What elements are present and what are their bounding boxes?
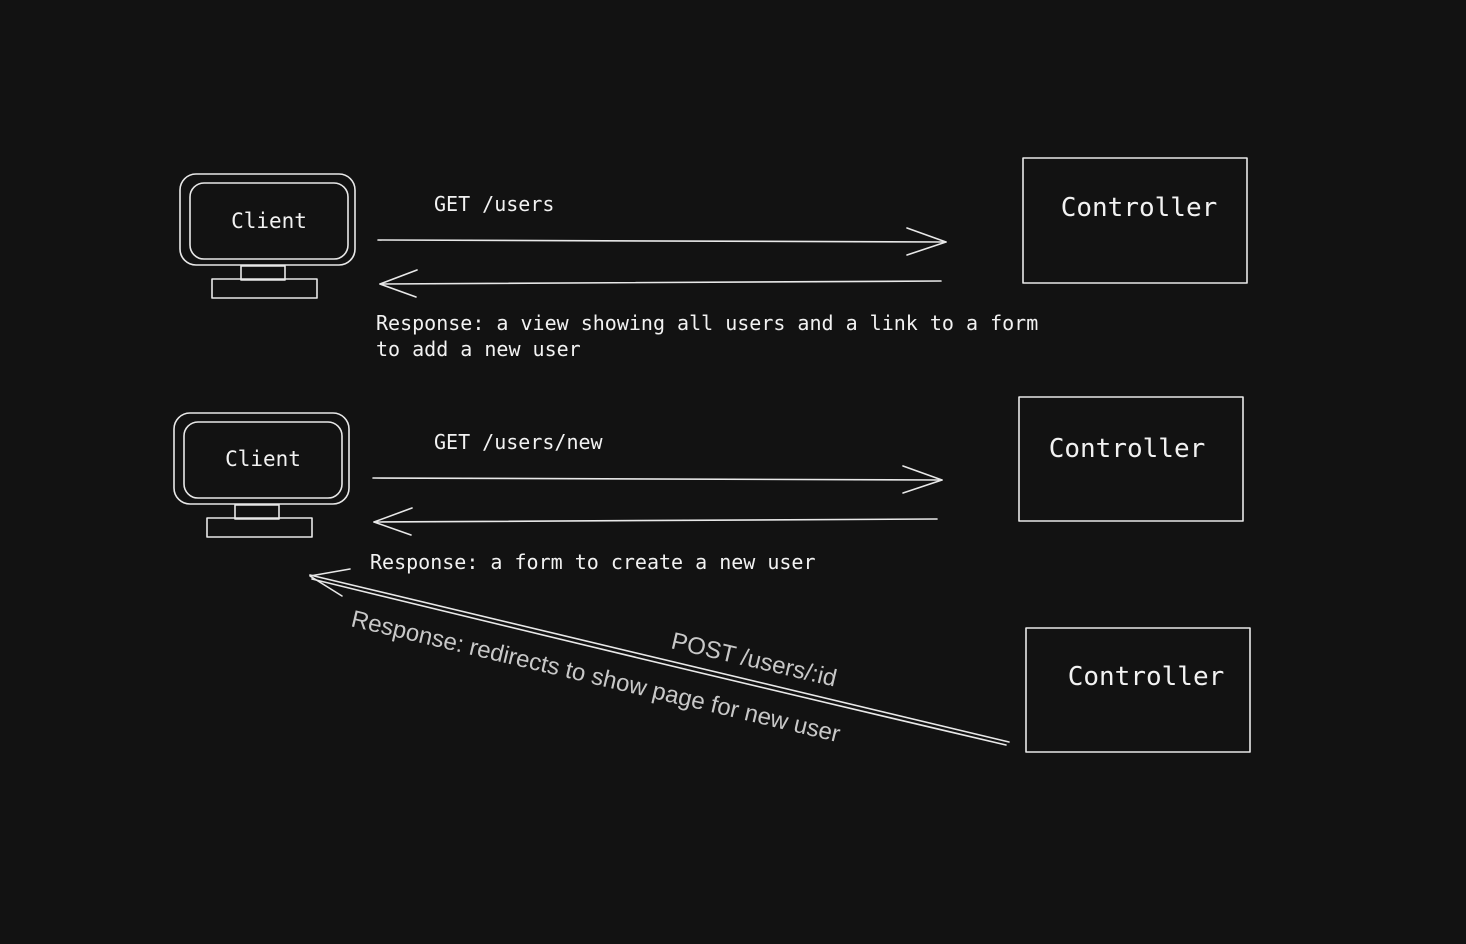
controller-label: Controller — [1049, 434, 1206, 464]
request-arrow-1 — [377, 227, 947, 256]
controller-box-2: Controller — [1018, 396, 1244, 522]
client-label: Client — [225, 447, 301, 471]
response-text-line: Response: a view showing all users and a… — [376, 311, 1038, 335]
controller-box-3: Controller — [1025, 627, 1251, 753]
controller-label: Controller — [1068, 662, 1225, 692]
response-arrow-1 — [379, 269, 942, 298]
controller-box-1: Controller — [1022, 157, 1248, 284]
post-arrow — [309, 568, 1010, 746]
response-text-line: to add a new user — [376, 337, 581, 361]
client-monitor-1: Client — [179, 173, 356, 299]
request-label: GET /users — [434, 192, 554, 216]
response-text-line: Response: a form to create a new user — [370, 550, 816, 574]
response-arrow-2 — [373, 507, 938, 536]
post-request-label: POST /users/:id — [669, 628, 840, 693]
client-monitor-2: Client — [173, 412, 350, 538]
request-arrow-2 — [372, 465, 943, 494]
controller-label: Controller — [1061, 193, 1218, 223]
client-label: Client — [231, 209, 307, 233]
request-label: GET /users/new — [434, 430, 604, 454]
